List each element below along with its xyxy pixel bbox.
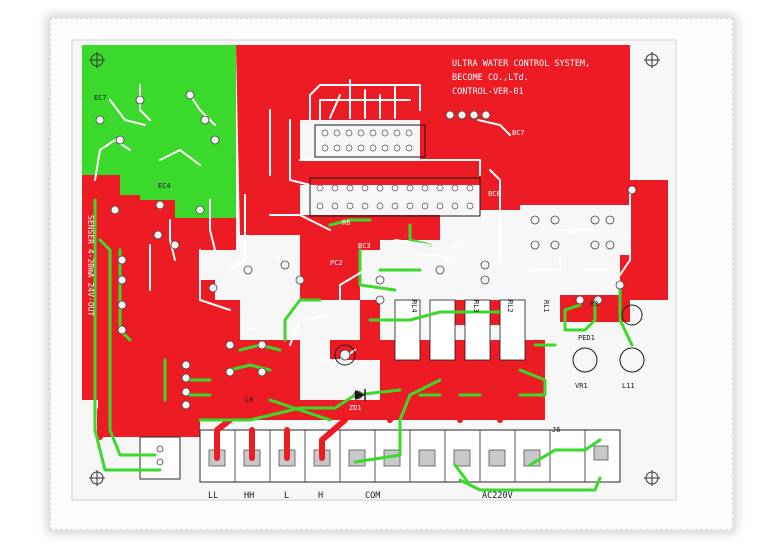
label-rl4: RL4 [410,300,418,313]
terminal-label-ac220v: AC220V [482,491,513,501]
relay-outlines [394,299,526,361]
terminal-label-ll: LL [208,491,218,501]
label-rl2: RL2 [506,300,514,313]
label-pc1: PC1 [394,260,407,268]
terminal-block [139,429,621,483]
red-traces [97,367,513,461]
label-ped1: PED1 [578,334,595,342]
zener-diode [355,389,366,401]
label-bc8: BC8 [488,190,501,198]
ic-header [314,124,426,158]
terminal-label-l: L [284,491,289,501]
label-r3: R3 [590,300,598,308]
round-components [334,304,645,373]
sensor-label: SENSER 4-20mA 24V-OUT [86,215,95,316]
board-title-line1: ULTRA WATER CONTROL SYSTEM, [452,59,590,69]
white-traces [94,79,631,361]
label-l11: L11 [622,382,635,390]
label-bc2: BC2 [563,228,576,236]
board-title-line2: BECOME CO.,LTd. [452,73,529,83]
label-ec2: EC2 [362,364,375,372]
label-bc3: BC3 [358,242,371,250]
mounting-holes [89,52,660,486]
component-pads [95,90,637,466]
label-pc2: PC2 [330,259,343,267]
label-rl3: RL3 [472,300,480,313]
label-rl1: RL1 [542,300,550,313]
board-title-line3: CONTROL-VER-01 [452,87,524,97]
label-j6: J6 [552,426,560,434]
label-zd1: ZD1 [349,404,362,412]
label-l16: L16 [245,324,258,332]
terminal-label-com: COM [365,491,380,501]
terminal-label-h: H [318,491,323,501]
green-copper-pour [82,45,236,218]
label-ec4: EC4 [158,182,171,190]
label-bc7: BC7 [512,129,525,137]
dip-chip [309,177,481,217]
terminal-label-hh: HH [244,491,254,501]
label-bc1: BC1 [616,230,629,238]
label-vr1: VR1 [575,382,588,390]
label-l9: L9 [245,396,253,404]
label-bc14: BC14 [277,254,294,262]
label-ec7: EC7 [94,94,107,102]
label-bc4: BC4 [452,242,465,250]
label-r6: R6 [342,219,350,227]
